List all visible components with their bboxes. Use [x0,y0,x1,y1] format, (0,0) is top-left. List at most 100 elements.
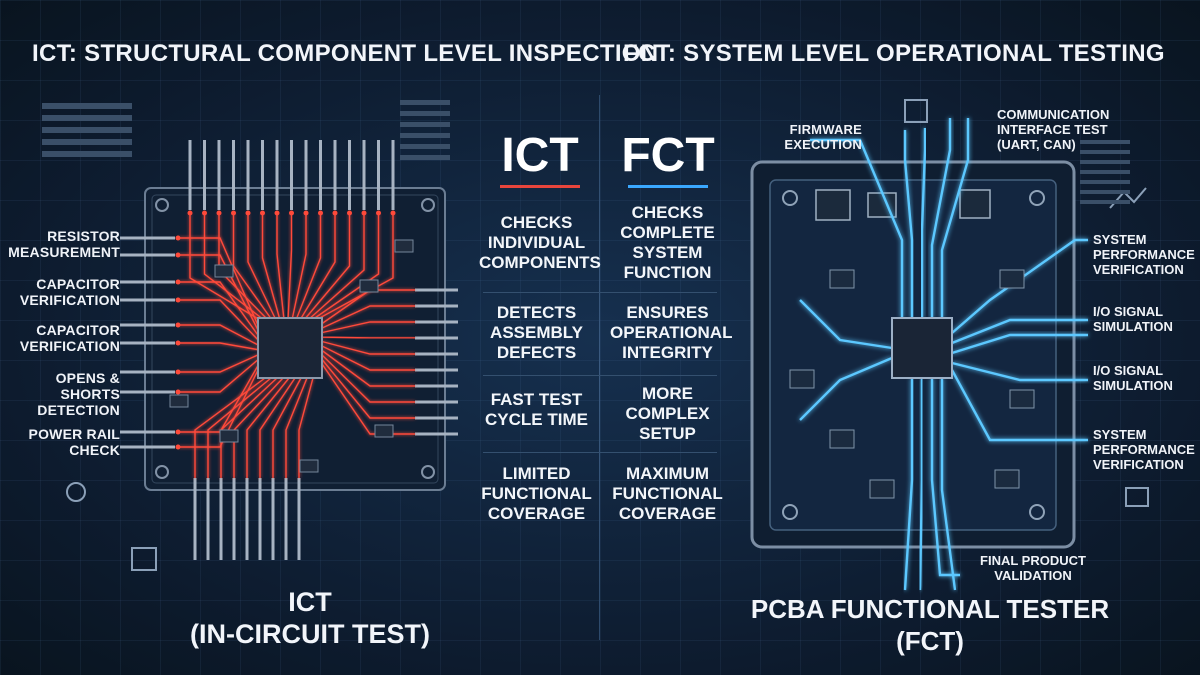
ict-label-power-rail: POWER RAIL CHECK [0,426,120,458]
ict-legend-text-line [42,127,132,133]
ict-label-text: RESISTOR MEASUREMENT [8,228,120,260]
ict-red-trace [319,305,415,330]
row-divider-3 [483,452,717,453]
ict-red-trace [319,321,415,334]
ict-smd-component [169,394,189,408]
fct-smd-component [789,369,815,389]
fct-blue-trace [810,138,904,318]
ict-mount-hole [421,198,435,212]
ict-smd-component [299,459,319,473]
ict-smd-component [374,424,394,438]
fct-blue-trace [799,356,893,421]
fct-blue-trace [951,333,1088,355]
ict-legend-text-line [400,133,450,138]
ict-red-trace [307,213,365,321]
ict-legend-text-line [400,144,450,149]
ict-red-trace [178,299,261,343]
ict-legend-text-line [42,103,132,109]
chip-icon [904,99,928,123]
row-divider-1 [483,292,717,293]
fct-blue-trace [903,130,914,318]
ict-section-title: ICT: STRUCTURAL COMPONENT LEVEL INSPECTI… [32,40,659,67]
ict-label-text: CAPACITOR VERIFICATION [19,276,120,308]
fct-label-text: FINAL PRODUCT VALIDATION [980,553,1086,583]
fct-legend-text-line [1080,200,1130,204]
ict-main-chip [257,317,323,379]
fct-row-4: MAXIMUM FUNCTIONAL COVERAGE [612,464,723,523]
ict-red-trace [311,213,380,321]
fct-row-1: CHECKS COMPLETE SYSTEM FUNCTION [620,203,715,282]
ict-label-capacitor-2: CAPACITOR VERIFICATION [0,322,120,354]
chip-icon [131,547,157,571]
fct-mount-hole [1029,504,1045,520]
ict-row-4: LIMITED FUNCTIONAL COVERAGE [481,464,592,523]
ict-legend-text-line [400,100,450,105]
fct-smd-component [994,469,1020,489]
ict-red-trace [178,324,261,347]
ict-red-trace [178,353,261,373]
ict-smd-component [359,279,379,293]
ict-row-1: CHECKS INDIVIDUAL COMPONENTS [479,213,601,272]
fct-label-text: I/O SIGNAL SIMULATION [1093,304,1173,334]
ict-red-trace [207,377,272,478]
fct-row-2: ENSURES OPERATIONAL INTEGRITY [610,303,733,362]
ict-red-trace [246,377,290,478]
ict-red-trace [319,360,415,435]
ict-red-trace [319,356,415,419]
ict-red-trace [319,348,415,387]
ict-row-3: FAST TEST CYCLE TIME [485,390,588,429]
fct-mount-hole [782,190,798,206]
fct-blue-trace [930,118,952,318]
ict-red-trace [178,281,261,339]
ict-red-trace [178,342,261,351]
fct-mount-hole [1029,190,1045,206]
fct-smd-component [999,269,1025,289]
ict-smd-component [219,429,239,443]
fct-mount-hole [782,504,798,520]
ict-red-trace [178,254,261,335]
fct-legend-text-line [1080,150,1130,154]
ict-red-trace [178,357,261,393]
gear-icon [66,482,86,502]
ict-label-opens-shorts: OPENS & SHORTS DETECTION [0,370,120,418]
fct-blue-trace [950,369,1088,442]
fct-label-text: I/O SIGNAL SIMULATION [1093,363,1173,393]
fct-smd-component [829,429,855,449]
fct-section-title: FCT: SYSTEM LEVEL OPERATIONAL TESTING [623,40,1165,67]
ict-legend-text-line [42,151,132,157]
ict-label-capacitor-1: CAPACITOR VERIFICATION [0,276,120,308]
ict-red-trace [272,377,302,478]
ict-red-trace [319,336,415,339]
ict-red-trace [299,213,336,321]
ict-legend-text-line [42,139,132,145]
fct-smd-component [869,479,895,499]
ict-red-trace [291,213,307,321]
fct-blue-trace [951,318,1088,345]
fct-legend-text-line [1080,140,1130,144]
ict-red-trace [178,237,261,331]
ict-label-text: POWER RAIL CHECK [28,426,120,458]
ict-column-header: ICT [501,129,579,182]
fct-label-text: FIRMWARE EXECUTION [784,122,862,152]
fct-bottom-title: PCBA FUNCTIONAL TESTER (FCT) [750,594,1110,656]
ict-bottom-title: ICT (IN-CIRCUIT TEST) [190,587,430,649]
fct-blue-trace [940,378,957,591]
ict-red-trace [259,377,296,478]
ict-label-text: OPENS & SHORTS DETECTION [37,370,120,418]
ict-mount-hole [155,465,169,479]
fct-row-3: MORE COMPLEX SETUP [625,384,710,443]
fct-label-text: SYSTEM PERFORMANCE VERIFICATION [1093,232,1195,277]
ict-legend-text-line [42,115,132,121]
fct-main-chip [891,317,953,379]
fct-label-text: COMMUNICATION INTERFACE TEST (UART, CAN) [997,107,1110,152]
ict-label-text: CAPACITOR VERIFICATION [19,322,120,354]
fct-legend-text-line [1080,180,1130,184]
fct-label-io-2: I/O SIGNAL SIMULATION [1093,363,1198,393]
fct-smd-component [829,269,855,289]
fct-blue-trace [918,378,924,591]
ict-red-trace [303,213,351,321]
ict-row-2: DETECTS ASSEMBLY DEFECTS [490,303,583,362]
fct-label-text: SYSTEM PERFORMANCE VERIFICATION [1093,427,1195,472]
ict-mount-hole [155,198,169,212]
fct-label-communication: COMMUNICATION INTERFACE TEST (UART, CAN) [997,107,1127,152]
